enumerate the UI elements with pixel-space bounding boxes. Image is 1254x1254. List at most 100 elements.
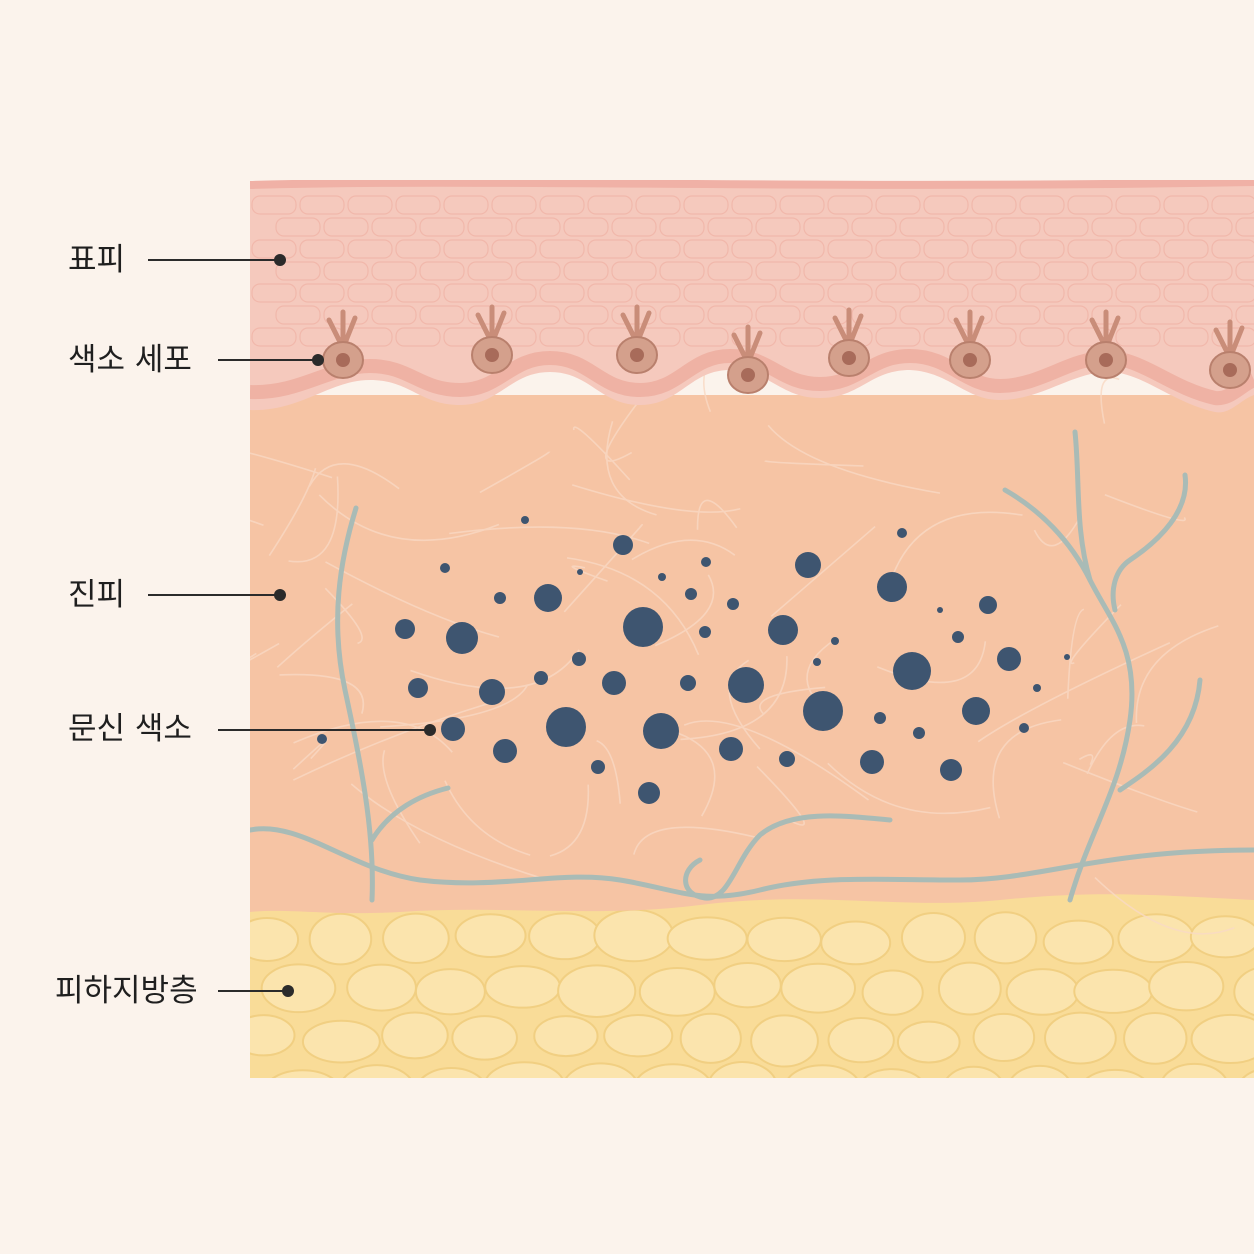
pigment-particle — [779, 751, 795, 767]
epidermis-cell — [491, 283, 537, 303]
collagen-fiber — [549, 784, 590, 857]
epidermis-cell — [779, 327, 825, 347]
collagen-fiber — [293, 702, 491, 781]
fat-cell — [346, 963, 417, 1012]
epidermis-cell — [659, 261, 705, 281]
pigment-particle — [962, 697, 990, 725]
collagen-fiber — [250, 452, 333, 479]
fat-cell — [250, 917, 300, 962]
epidermis-cell — [731, 195, 777, 215]
leader-dot-dermis — [274, 589, 286, 601]
label-dermis: 진피 — [68, 577, 126, 613]
collagen-fiber — [633, 826, 756, 855]
epidermis-cell — [1163, 283, 1209, 303]
collagen-fiber — [1104, 494, 1186, 522]
fat-cell — [454, 913, 527, 959]
pigment-particle — [440, 563, 450, 573]
pigment-particle — [446, 622, 478, 654]
collagen-fiber — [605, 421, 657, 516]
dermis-layer — [250, 395, 1254, 914]
epidermis-cell — [1211, 239, 1254, 259]
epidermis-cell — [1163, 239, 1209, 259]
epidermis-cell — [659, 217, 705, 237]
fat-cell — [1123, 1011, 1188, 1065]
epidermis-cell — [347, 283, 393, 303]
fat-cell — [1148, 961, 1225, 1012]
pigment-particle — [937, 607, 943, 613]
epidermis-cell — [371, 217, 417, 237]
epidermis-cell — [539, 239, 585, 259]
melanocyte — [828, 307, 870, 377]
collagen-fiber — [250, 642, 280, 661]
leader-subcutaneous-fat — [218, 990, 288, 992]
epidermis-cell — [899, 305, 945, 325]
fat-cell — [896, 1020, 961, 1064]
collagen-fiber — [1078, 754, 1094, 766]
pigment-particle — [877, 572, 907, 602]
skin-surface — [250, 180, 1254, 189]
pigment-particle — [493, 739, 517, 763]
pigment-particle — [623, 607, 663, 647]
collagen-fiber — [276, 603, 353, 668]
collagen-fibers — [250, 330, 1235, 935]
collagen-fiber — [479, 450, 551, 494]
epidermis-cell — [1067, 283, 1113, 303]
epidermis-cell — [491, 195, 537, 215]
epidermis-cell — [947, 217, 993, 237]
fat-cell — [342, 1064, 412, 1078]
fat-cell — [533, 1015, 599, 1058]
fat-cell — [1189, 915, 1254, 959]
epidermis-cell — [947, 261, 993, 281]
epidermis-cell — [1163, 195, 1209, 215]
epidermis-cell — [779, 195, 825, 215]
fat-cell — [382, 912, 450, 964]
epidermis-cell — [923, 283, 969, 303]
epidermis-cell — [275, 305, 321, 325]
leader-dot-subcutaneous-fat — [282, 985, 294, 997]
collagen-fiber — [308, 463, 400, 490]
epidermis-cell — [1235, 305, 1254, 325]
epidermis-cell — [875, 239, 921, 259]
epidermis-cell — [1187, 305, 1233, 325]
epidermis-cell — [995, 217, 1041, 237]
pigment-particle — [1064, 654, 1070, 660]
epidermis-cell — [995, 261, 1041, 281]
epidermis-cell — [251, 327, 297, 347]
epidermis-cell — [1115, 239, 1161, 259]
collagen-fiber — [728, 659, 761, 750]
epidermis-cell — [1019, 327, 1065, 347]
epidermis-cell — [611, 261, 657, 281]
collagen-fiber — [566, 557, 700, 656]
fat-cell — [1073, 968, 1154, 1014]
epidermis-cell — [539, 283, 585, 303]
fat-cell — [746, 916, 822, 963]
epidermis-cell — [851, 305, 897, 325]
epidermis-cell — [443, 195, 489, 215]
epidermis-cell — [1187, 217, 1233, 237]
collagen-fiber — [1135, 625, 1219, 723]
fat-cell — [750, 1014, 819, 1068]
collagen-fiber — [827, 762, 991, 815]
fat-cell — [484, 965, 562, 1009]
epidermis-cell — [1235, 217, 1254, 237]
fat-cell — [381, 1011, 449, 1060]
melanocytes — [322, 304, 1251, 394]
collagen-fiber — [631, 539, 736, 561]
epidermis-cell — [755, 217, 801, 237]
epidermis-cell — [755, 261, 801, 281]
melanocyte — [1085, 309, 1127, 379]
label-melanocyte: 색소 세포 — [68, 342, 192, 378]
pigment-particle — [658, 573, 666, 581]
fat-cell — [638, 967, 716, 1017]
label-tattoo-pigment: 문신 색소 — [68, 711, 192, 747]
epidermis-cell — [539, 195, 585, 215]
fat-cell — [1043, 1011, 1117, 1065]
fat-cell — [451, 1015, 518, 1061]
fat-cell — [709, 1061, 776, 1078]
epidermis-cell — [371, 305, 417, 325]
collagen-fiber — [324, 587, 363, 645]
fat-cell — [900, 912, 967, 964]
fat-cell — [972, 1012, 1036, 1063]
epidermis-cell — [1115, 327, 1161, 347]
